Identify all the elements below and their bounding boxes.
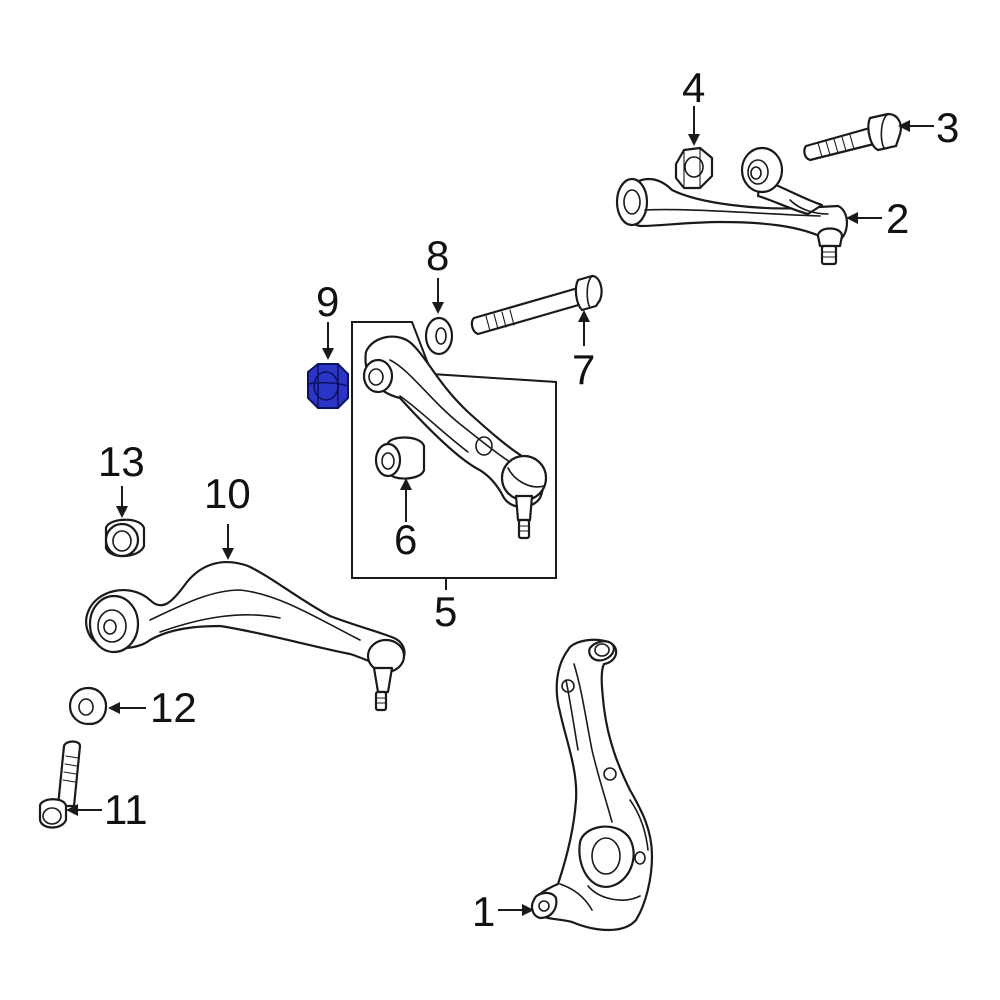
callout-4: 4 <box>682 64 705 111</box>
callout-3: 3 <box>936 104 959 151</box>
callout-1: 1 <box>472 888 495 935</box>
callout-13: 13 <box>98 438 145 485</box>
part-1-steering-knuckle[interactable] <box>530 638 654 931</box>
part-5-control-arm[interactable] <box>362 335 548 540</box>
part-2-upper-control-arm[interactable] <box>615 146 848 266</box>
callout-6: 6 <box>394 516 417 563</box>
part-9-nut-highlighted[interactable] <box>307 363 349 409</box>
callout-5: 5 <box>434 588 457 635</box>
part-3-bolt[interactable] <box>803 112 902 162</box>
part-7-bolt[interactable] <box>470 274 603 336</box>
callout-9: 9 <box>316 278 339 325</box>
callout-2: 2 <box>886 195 909 242</box>
callout-7: 7 <box>572 346 595 393</box>
callout-8: 8 <box>426 232 449 279</box>
part-10-lower-control-arm[interactable] <box>85 561 406 712</box>
part-6-bushing[interactable] <box>374 436 426 480</box>
callout-12: 12 <box>150 684 197 731</box>
part-8-washer[interactable] <box>424 316 454 356</box>
part-5-group-box <box>351 321 557 579</box>
callout-10: 10 <box>204 470 251 517</box>
callout-11: 11 <box>104 786 148 833</box>
part-13-bushing[interactable] <box>104 518 146 558</box>
part-12-washer[interactable] <box>68 686 108 726</box>
part-11-bolt[interactable] <box>38 740 82 829</box>
part-4-nut[interactable] <box>674 146 714 190</box>
